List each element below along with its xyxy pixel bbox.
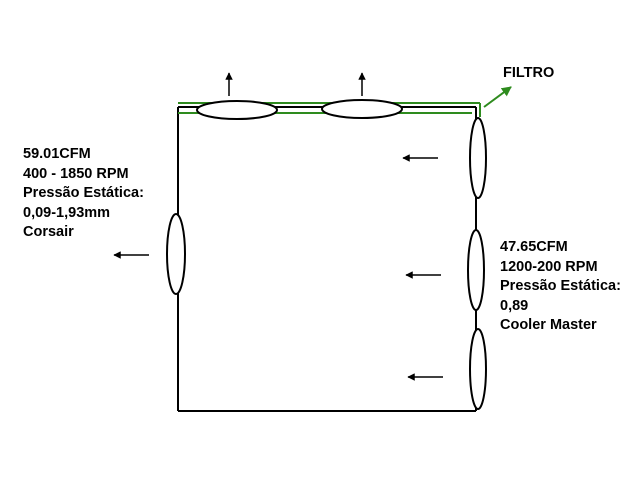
right-fan-3	[469, 328, 487, 410]
left-fan-rpm: 400 - 1850 RPM	[23, 165, 129, 182]
right-fan-pressure-label: Pressão Estática:	[500, 278, 621, 294]
left-rear-fan	[166, 213, 186, 295]
left-fan-spec: 59.01CFM 400 - 1850 RPM Pressão Estática…	[23, 145, 144, 243]
top-fan-2	[321, 99, 403, 119]
airflow-arrows	[113, 72, 443, 381]
right-fan-2	[467, 229, 485, 311]
top-fan-1	[196, 100, 278, 120]
right-fan-airflow: 47.65CFM	[500, 239, 568, 255]
filter-label: FILTRO	[503, 65, 555, 81]
fans	[166, 99, 487, 410]
right-fan-spec: 47.65CFM 1200-200 RPM Pressão Estática: …	[500, 238, 621, 336]
filter-arrow	[483, 86, 512, 108]
case-outline	[177, 106, 477, 412]
right-fan-pressure-value: 0,89	[500, 297, 529, 314]
left-fan-airflow: 59.01CFM	[23, 146, 91, 162]
right-fan-1	[469, 117, 487, 199]
right-fan-rpm: 1200-200 RPM	[500, 258, 598, 275]
right-fan-brand: Cooler Master	[500, 317, 597, 333]
left-fan-pressure-label: Pressão Estática:	[23, 185, 144, 201]
left-fan-brand: Corsair	[23, 224, 74, 240]
left-fan-pressure-value: 0,09-1,93mm	[23, 204, 111, 221]
